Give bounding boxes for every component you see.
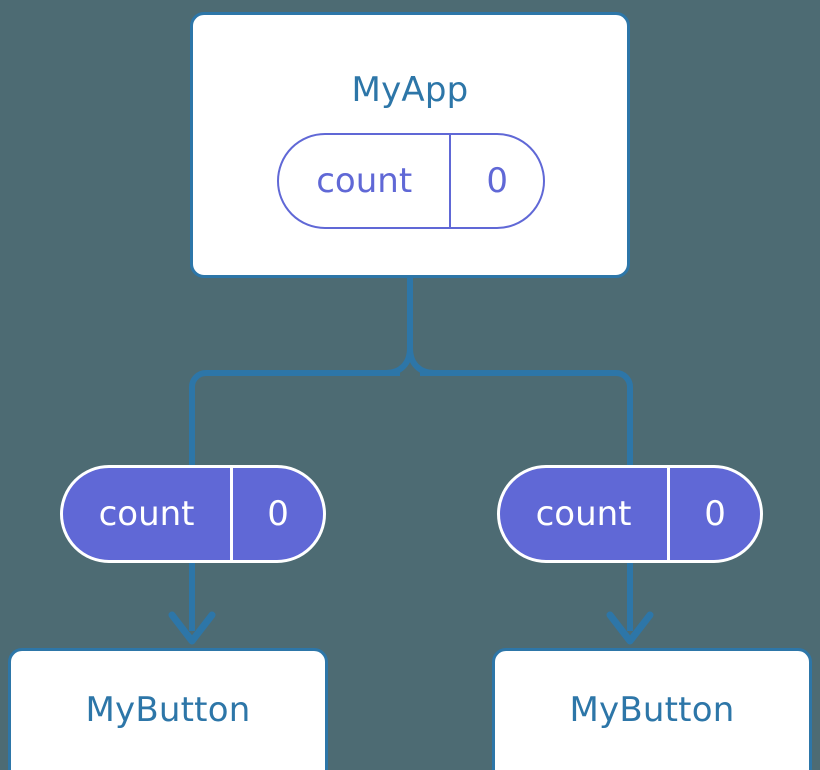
connector-split-junction-right: [407, 347, 435, 376]
prop-pill-left-count[interactable]: count 0: [60, 465, 326, 563]
connector-right-branch: [420, 370, 633, 470]
connector-split-junction: [385, 347, 413, 376]
state-pill-key: count: [279, 135, 452, 227]
component-box-mybutton-left[interactable]: MyButton: [8, 648, 328, 770]
prop-pill-right-count[interactable]: count 0: [497, 465, 763, 563]
connector-left-branch: [189, 370, 400, 470]
component-box-mybutton-right[interactable]: MyButton: [492, 648, 812, 770]
state-pill-value: 0: [486, 161, 509, 201]
component-box-myapp[interactable]: MyApp: [190, 12, 630, 278]
component-title-myapp: MyApp: [351, 70, 469, 110]
component-title-mybutton: MyButton: [85, 690, 251, 730]
prop-pill-key: count: [500, 468, 671, 560]
prop-pill-key: count: [63, 468, 234, 560]
prop-pill-value: 0: [704, 494, 726, 534]
arrow-down-icon: [168, 611, 216, 645]
state-pill-myapp-count[interactable]: count 0: [277, 133, 545, 229]
component-title-mybutton: MyButton: [569, 690, 735, 730]
arrow-down-icon: [606, 611, 654, 645]
prop-pill-value: 0: [267, 494, 289, 534]
